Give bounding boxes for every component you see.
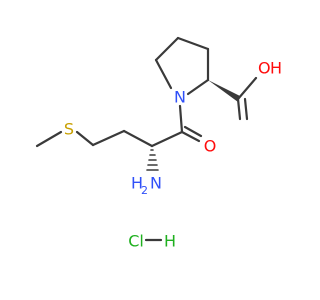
bond-carbonyl-o-2: [183, 125, 203, 138]
bond-alpha-cbeta: [122, 129, 154, 148]
atom-h-hydroxyl: H: [270, 59, 282, 78]
bond-carbonyl-alpha: [150, 130, 184, 148]
bond-ring-n-c5: [154, 58, 173, 90]
bond-carboxyl-c-oh: [236, 76, 258, 101]
bond-cgamma-s: [75, 130, 95, 147]
atom-o-hydroxyl: O: [258, 59, 271, 78]
bond-ring-c4-c3: [176, 36, 210, 51]
atom-h-amine: H: [131, 174, 143, 193]
atom-s: S: [64, 120, 74, 139]
bond-s-methyl: [35, 130, 63, 148]
bond-carbonyl-o-1: [180, 130, 201, 143]
bond-n-carbonyl: [178, 104, 184, 134]
bond-ring-c2-n: [186, 78, 210, 96]
bond-cbeta-cgamma: [91, 129, 126, 147]
atom-o-carbonyl: O: [204, 137, 217, 156]
atom-h-amine-subscript: 2: [141, 184, 148, 197]
stereo-wedge-carboxyl: [208, 80, 240, 102]
atom-h-salt: H: [164, 232, 176, 251]
bond-ring-c5-c4: [154, 36, 180, 62]
atom-cl: Cl: [128, 232, 144, 251]
atom-n-ring: N: [174, 88, 186, 107]
stereo-hash-amine: [146, 149, 159, 171]
atom-n-amine: N: [150, 174, 162, 193]
bond-carboxyl-c-o-1: [236, 97, 242, 121]
bond-carboxyl-c-o-2: [243, 97, 249, 121]
chemical-structure: N O O H S H 2 N Cl H: [35, 36, 282, 251]
